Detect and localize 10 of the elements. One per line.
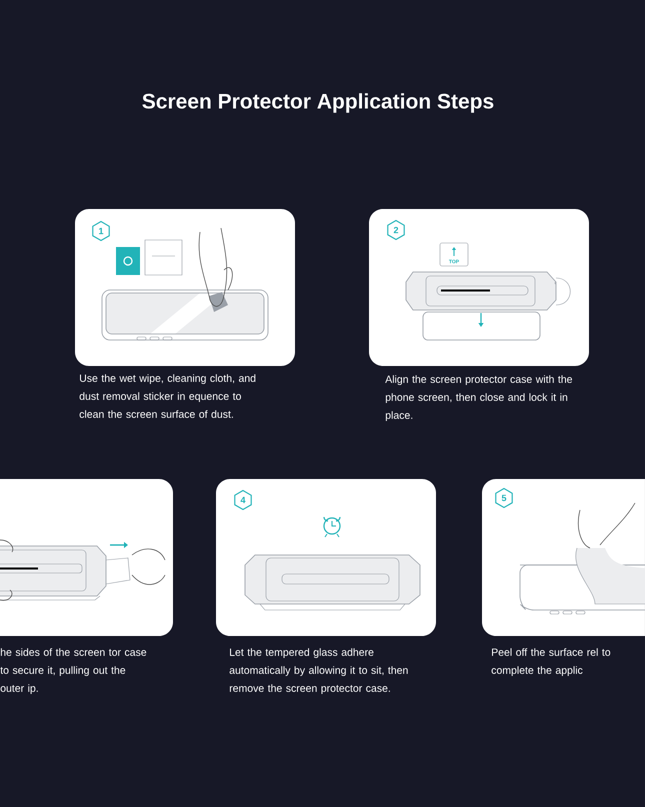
step-description: he sides of the screen tor case to secure it, pulling out the outer ip.: [0, 648, 146, 694]
step-description: Use the wet wipe, cleaning cloth, and dust removal sticker in equence to clean the screen surface of dust.: [80, 374, 256, 418]
title: Screen Protector Application Steps: [142, 93, 494, 113]
step-description: Peel off the surface rel to complete the applic: [492, 648, 610, 676]
step-description: Let the tempered glass adhere automatically by allowing it to sit, then remove the screen protector case.: [230, 648, 408, 694]
step-badge: 4: [234, 490, 252, 510]
step-badge: 5: [495, 488, 513, 508]
step-badge: 2: [387, 220, 405, 240]
step-badge: 1: [92, 220, 110, 242]
step-description: Align the screen protector case with the phone screen, then close and lock it in place.: [385, 375, 572, 421]
